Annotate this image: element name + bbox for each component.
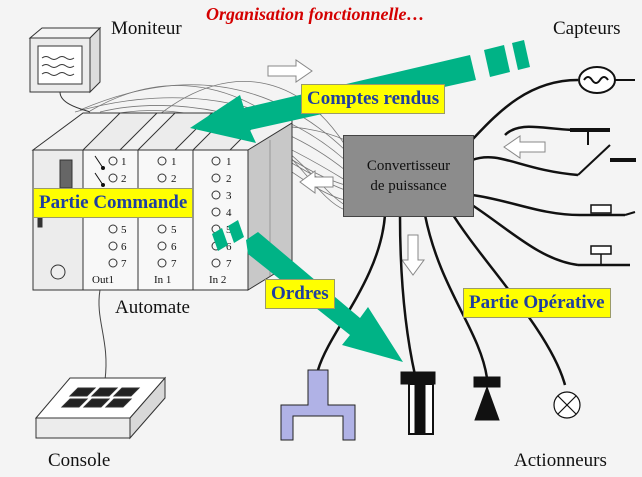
sensor-wires — [471, 78, 581, 267]
plc-ch-out1-2: 2 — [121, 173, 127, 185]
push-button-icon — [578, 204, 636, 267]
plc-ch-in2-1: 1 — [226, 156, 232, 168]
lamp-icon — [553, 391, 581, 419]
plc-card-label-out1: Out1 — [92, 274, 114, 286]
plc-ch-in2-3: 3 — [226, 190, 232, 202]
power-converter-box: Convertisseur de puissance — [343, 135, 474, 217]
label-capteurs: Capteurs — [553, 18, 621, 39]
plc-ch-out1-6: 6 — [121, 241, 127, 253]
monitor-icon — [28, 26, 102, 113]
plc-ch-in2-6: 6 — [226, 241, 232, 253]
converter-line2: de puissance — [370, 178, 447, 194]
plc-ch-in2-4: 4 — [226, 207, 232, 219]
converter-line1: Convertisseur — [366, 158, 451, 174]
label-console: Console — [48, 450, 111, 471]
plc-card-label-in2: In 2 — [209, 274, 226, 286]
label-moniteur: Moniteur — [111, 18, 182, 39]
highlight-comptes-rendus: Comptes rendus — [301, 84, 446, 114]
plc-ch-in2-5: 5 — [226, 224, 232, 236]
plc-ch-out1-1: 1 — [121, 156, 127, 168]
plc-ch-in1-1: 1 — [171, 156, 177, 168]
highlight-partie-operative: Partie Opérative — [463, 288, 611, 318]
plc-card-label-in1: In 1 — [154, 274, 171, 286]
console-keypad-icon — [34, 376, 167, 440]
cylinder-icon — [400, 371, 436, 435]
plc-ch-in2-7: 7 — [226, 258, 232, 270]
plc-ch-in1-5: 5 — [171, 224, 177, 236]
plc-ch-in1-2: 2 — [171, 173, 177, 185]
plc-ch-out1-7: 7 — [121, 258, 127, 270]
gripper-icon — [280, 369, 356, 441]
sensor-switch-icon — [570, 66, 636, 176]
highlight-ordres: Ordres — [265, 279, 335, 309]
plc-ch-in2-2: 2 — [226, 173, 232, 185]
console-cable — [98, 289, 107, 381]
label-actionneurs: Actionneurs — [514, 450, 607, 471]
page-title: Organisation fonctionnelle… — [206, 4, 425, 24]
valve-icon — [473, 376, 501, 421]
plc-ch-in1-6: 6 — [171, 241, 177, 253]
label-automate: Automate — [115, 297, 190, 318]
highlight-partie-commande: Partie Commande — [33, 188, 194, 218]
plc-ch-in1-7: 7 — [171, 258, 177, 270]
plc-card-in2: 1 2 3 4 5 6 7 In 2 — [209, 156, 232, 286]
plc-ch-out1-5: 5 — [121, 224, 127, 236]
small-arrows — [267, 59, 546, 276]
